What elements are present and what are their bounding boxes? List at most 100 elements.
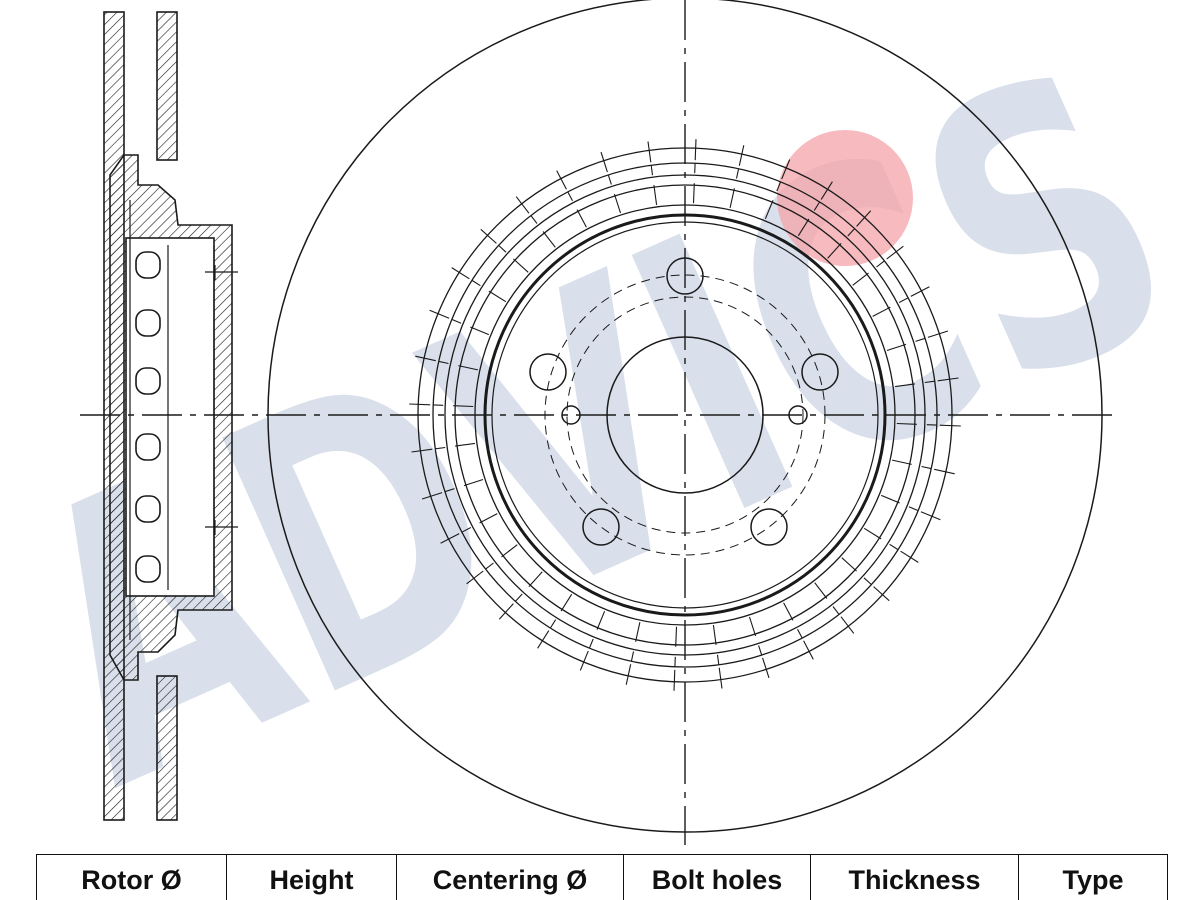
vane-tick [776, 181, 782, 192]
vane-tick [542, 231, 556, 248]
vane-tick [435, 446, 446, 450]
vane-tick [630, 651, 635, 662]
vane-tick [920, 511, 941, 521]
vane-tick [908, 506, 919, 512]
vane-tick [673, 669, 676, 691]
vane-tick [458, 365, 479, 371]
header-height: Height [226, 854, 397, 900]
vane-tick [692, 183, 695, 204]
vane-tick [915, 337, 926, 342]
cross-section-view [103, 11, 238, 821]
vane-tick [924, 380, 935, 384]
vane-tick [880, 494, 900, 504]
header-type: Type [1018, 854, 1168, 900]
vane-tick [927, 330, 949, 338]
vane-tick [797, 628, 803, 639]
vane-tick [635, 621, 641, 642]
vane-tick [840, 616, 855, 634]
vane-tick [471, 279, 481, 287]
vane-tick [863, 527, 882, 540]
vane-tick [896, 422, 917, 425]
vane-tick [588, 638, 594, 649]
vane-tick [466, 570, 484, 585]
vane-tick [813, 201, 821, 211]
vane-tick [748, 616, 757, 637]
vane-tick [735, 168, 740, 179]
vane-tick [712, 625, 717, 645]
vane-tick [873, 586, 890, 602]
vane-tick [863, 577, 872, 586]
vane-tick [537, 630, 550, 649]
vane-tick [514, 593, 523, 602]
vane-tick [530, 215, 538, 224]
vane-tick [440, 533, 460, 544]
vane-tick [718, 667, 723, 689]
vane-tick [453, 405, 474, 408]
vane-tick [411, 448, 433, 453]
spec-table-header-row: Rotor Ø Height Centering Ø Bolt holes Th… [36, 854, 1168, 900]
vane-tick [694, 139, 697, 161]
vane-tick [886, 245, 904, 260]
vane-tick [872, 306, 891, 317]
vane-tick [461, 527, 472, 533]
vane-tick [438, 360, 449, 365]
vane-tick [891, 459, 912, 465]
vane-tick [625, 664, 632, 685]
vane-tick [729, 188, 735, 209]
bolt-hole [801, 353, 839, 391]
vane-tick [827, 243, 842, 259]
header-rotor-diameter: Rotor Ø [36, 854, 227, 900]
vane-tick [647, 141, 652, 163]
vane-tick [762, 657, 770, 679]
spec-table: Rotor Ø Height Centering Ø Bolt holes Th… [36, 854, 1168, 900]
vane-tick [596, 610, 606, 630]
header-bolt-holes: Bolt holes [623, 854, 811, 900]
vane-tick [480, 228, 497, 244]
vane-tick [498, 603, 514, 620]
vane-tick [415, 355, 436, 362]
vane-tick [910, 286, 930, 297]
bolt-holes [529, 257, 839, 546]
header-thickness: Thickness [810, 854, 1019, 900]
vane-tick [409, 403, 431, 406]
vane-tick [856, 210, 872, 227]
vane-tick [876, 260, 885, 268]
vane-tick [488, 290, 507, 303]
vane-tick [576, 209, 587, 228]
vane-tick [921, 465, 932, 470]
vane-tick [451, 267, 470, 280]
vane-tick [463, 478, 484, 487]
vane-tick [814, 582, 828, 599]
vane-ticks [409, 139, 961, 691]
vane-tick [716, 654, 720, 665]
bolt-hole [529, 353, 567, 391]
bolt-hole [582, 508, 620, 546]
vane-tick [889, 543, 899, 551]
vane-tick [738, 145, 745, 166]
vane-tick [549, 619, 557, 629]
vane-tick [675, 626, 678, 647]
vane-tick [820, 181, 833, 200]
vane-tick [421, 492, 443, 500]
vane-tick [803, 640, 814, 660]
vane-tick [895, 383, 915, 388]
vane-tick [579, 650, 589, 671]
vane-tick [556, 170, 567, 190]
vane-tick [567, 191, 573, 202]
vane-tick [781, 159, 791, 180]
vane-tick [560, 593, 573, 612]
vane-tick [607, 174, 612, 185]
vane-tick [650, 165, 654, 176]
vane-tick [898, 297, 909, 303]
vane-tick [600, 151, 608, 173]
vane-tick [429, 309, 450, 319]
vane-tick [451, 318, 462, 324]
vane-tick [783, 602, 794, 621]
vane-tick [886, 343, 907, 352]
vane-tick [515, 196, 530, 214]
vane-tick [852, 272, 869, 286]
vane-tick [758, 645, 763, 656]
vane-tick [797, 218, 810, 237]
vane-tick [470, 326, 490, 336]
vane-tick [653, 185, 658, 205]
